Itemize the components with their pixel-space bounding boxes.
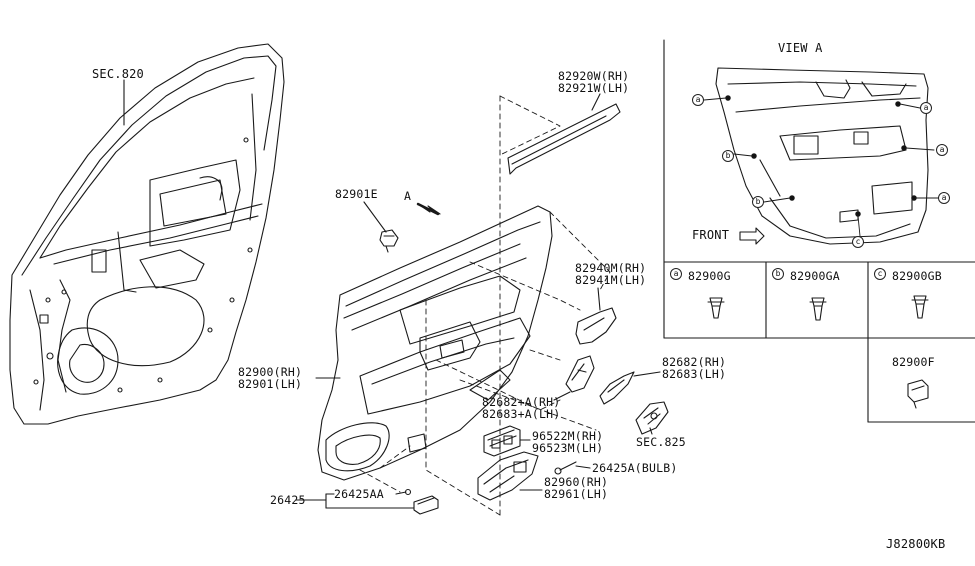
view-a-frame	[663, 39, 975, 423]
clip-icon-82900gb	[911, 295, 929, 319]
label-82682-lh: 82683(LH)	[662, 367, 727, 381]
leader-sec-825	[649, 427, 653, 435]
label-26425aa: 26425AA	[334, 487, 384, 501]
label-82682a-lh: 82683+A(LH)	[482, 407, 561, 421]
view-a-marker-b2: b	[752, 196, 764, 208]
label-26425: 26425	[270, 493, 306, 507]
label-82900f: 82900F	[892, 355, 935, 369]
label-82682-rh: 82682(RH)	[662, 355, 727, 369]
label-96522m-lh: 96523M(LH)	[532, 441, 604, 455]
view-a-arrow	[416, 202, 441, 216]
view-a-front-label: FRONT	[692, 228, 730, 242]
view-a-marker-b1: b	[722, 150, 734, 162]
label-82940m-lh: 82941M(LH)	[575, 273, 647, 287]
clip-icon-82900f	[907, 379, 929, 409]
switch-finisher	[483, 425, 521, 457]
inside-handle-unit	[635, 401, 669, 435]
view-a-trim-back	[715, 67, 929, 245]
lamp-bulb	[554, 461, 577, 475]
leader-82901e	[363, 201, 387, 233]
leader-82682	[633, 371, 661, 377]
view-a-clip-points	[725, 95, 917, 217]
inside-handle	[565, 355, 595, 393]
diagram-code: J82800KB	[886, 537, 946, 551]
leader-82920w	[591, 93, 601, 111]
view-a-marker-a4: a	[938, 192, 950, 204]
label-view-marker: A	[404, 189, 412, 203]
view-a-marker-a1: a	[692, 94, 704, 106]
legend-marker-a: a	[670, 268, 682, 280]
courtesy-lamp	[413, 495, 439, 515]
legend-part-82900ga: 82900GA	[790, 269, 840, 283]
label-sec-825: SEC.825	[636, 435, 686, 449]
label-82920w: 82920W(RH) 82921W(LH)	[558, 70, 629, 94]
label-82940m: 82940M(RH) 82941M(LH)	[575, 262, 646, 286]
front-arrow	[739, 227, 765, 245]
assembly-guide-lines	[359, 95, 611, 516]
label-96522m-rh: 96522M(RH)	[532, 429, 604, 443]
label-26425a: 26425A(BULB)	[592, 461, 678, 475]
clip-82901e	[379, 229, 399, 253]
label-82920w-lh: 82921W(LH)	[558, 81, 630, 95]
label-82920w-rh: 82920W(RH)	[558, 69, 630, 83]
legend-marker-b: b	[772, 268, 784, 280]
view-a-marker-a5: c	[852, 236, 864, 248]
view-a-marker-a2: a	[920, 102, 932, 114]
label-82682a-rh: 82682+A(RH)	[482, 395, 561, 409]
label-82682: 82682(RH) 82683(LH)	[662, 356, 726, 380]
label-82900-lh: 82901(LH)	[238, 377, 303, 391]
armrest-pad	[575, 307, 617, 345]
legend-part-82900gb: 82900GB	[892, 269, 942, 283]
label-82900-rh: 82900(RH)	[238, 365, 303, 379]
view-a-title: VIEW A	[778, 41, 823, 55]
pull-handle-finisher	[477, 451, 539, 501]
door-inner-panel	[9, 43, 285, 425]
clip-icon-82900g	[707, 297, 725, 319]
door-finisher-strip	[507, 103, 621, 175]
label-82960-lh: 82961(LH)	[544, 487, 609, 501]
leader-26425	[295, 491, 415, 509]
door-trim-panel	[317, 205, 553, 481]
handle-escutcheon	[599, 371, 635, 405]
label-82960: 82960(RH) 82961(LH)	[544, 476, 608, 500]
legend-marker-c: c	[874, 268, 886, 280]
leader-82940m	[597, 287, 601, 311]
label-82960-rh: 82960(RH)	[544, 475, 609, 489]
leader-26425a	[575, 465, 591, 469]
label-82682a: 82682+A(RH) 82683+A(LH)	[482, 396, 560, 420]
label-82901e: 82901E	[335, 187, 378, 201]
clip-icon-82900ga	[809, 297, 827, 321]
label-96522m: 96522M(RH) 96523M(LH)	[532, 430, 603, 454]
label-82900: 82900(RH) 82901(LH)	[238, 366, 302, 390]
view-a-clip-leaders	[703, 97, 939, 237]
legend-part-82900g: 82900G	[688, 269, 731, 283]
label-sec-820: SEC.820	[92, 67, 144, 81]
view-a-marker-a3: a	[936, 144, 948, 156]
label-82940m-rh: 82940M(RH)	[575, 261, 647, 275]
leader-82682a	[553, 391, 571, 401]
